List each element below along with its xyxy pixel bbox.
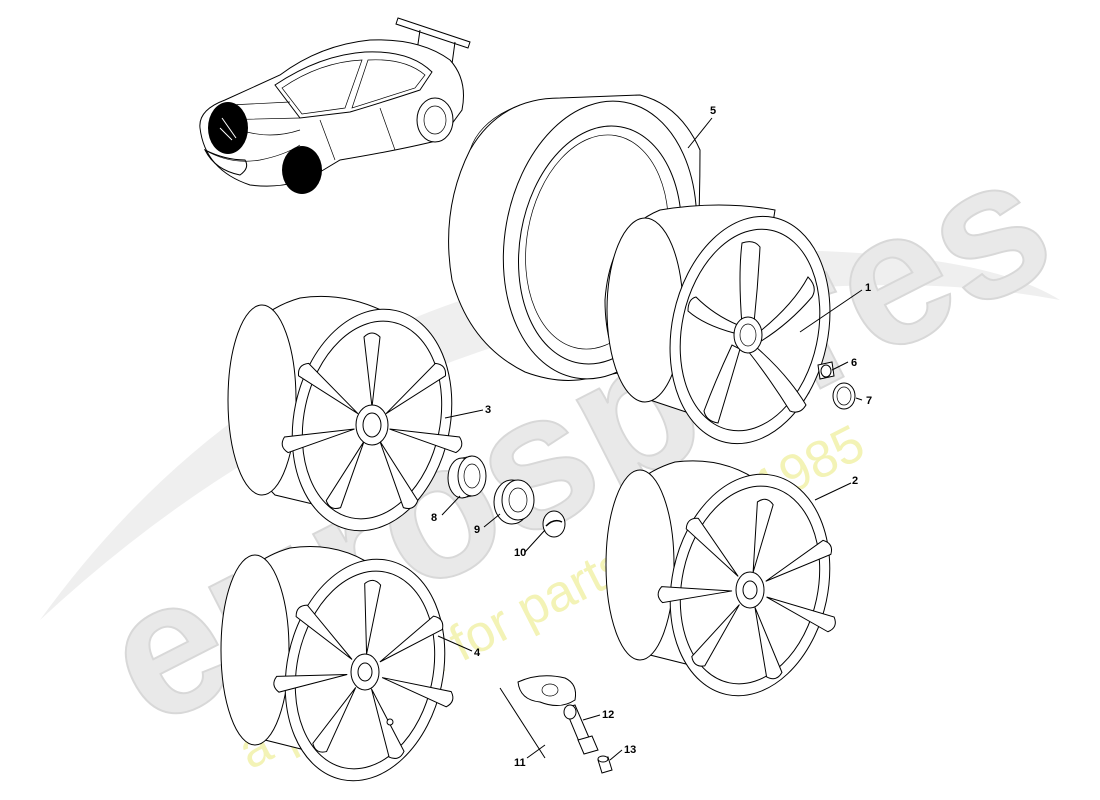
wheel-7-spoke-lower bbox=[220, 546, 456, 782]
callout-leaders bbox=[437, 117, 863, 761]
car-front-left-wheel-highlight bbox=[208, 102, 248, 154]
callout-5: 5 bbox=[710, 105, 716, 117]
callout-11: 11 bbox=[514, 757, 526, 769]
tyre-pressure-sensor-kit bbox=[499, 675, 576, 759]
centre-lock-nut bbox=[493, 479, 535, 525]
callout-4: 4 bbox=[474, 647, 481, 659]
callout-12: 12 bbox=[602, 709, 614, 721]
callout-9: 9 bbox=[474, 524, 480, 536]
callout-13: 13 bbox=[624, 744, 636, 756]
wheel-rear-5-spoke bbox=[604, 204, 831, 445]
callout-8: 8 bbox=[431, 512, 437, 524]
car-front-right-wheel-highlight bbox=[282, 146, 322, 194]
wheel-7-spoke-right bbox=[605, 460, 839, 697]
centre-badge bbox=[542, 510, 566, 538]
callout-2: 2 bbox=[852, 475, 858, 487]
car-thumbnail bbox=[199, 17, 471, 194]
wheel-7-spoke-center-lock bbox=[227, 295, 464, 532]
valve-cap bbox=[597, 755, 613, 774]
centre-cap bbox=[832, 382, 856, 410]
callout-1: 1 bbox=[865, 282, 871, 294]
wheel-bolt bbox=[817, 361, 835, 380]
valve-stem bbox=[563, 704, 599, 755]
callout-7: 7 bbox=[866, 395, 872, 407]
callout-10: 10 bbox=[514, 547, 526, 559]
callout-3: 3 bbox=[485, 404, 491, 416]
callout-6: 6 bbox=[851, 357, 857, 369]
centre-lock-adapter bbox=[447, 455, 487, 499]
callout-labels: 1 2 3 4 5 6 7 8 9 10 11 12 13 bbox=[431, 105, 872, 769]
